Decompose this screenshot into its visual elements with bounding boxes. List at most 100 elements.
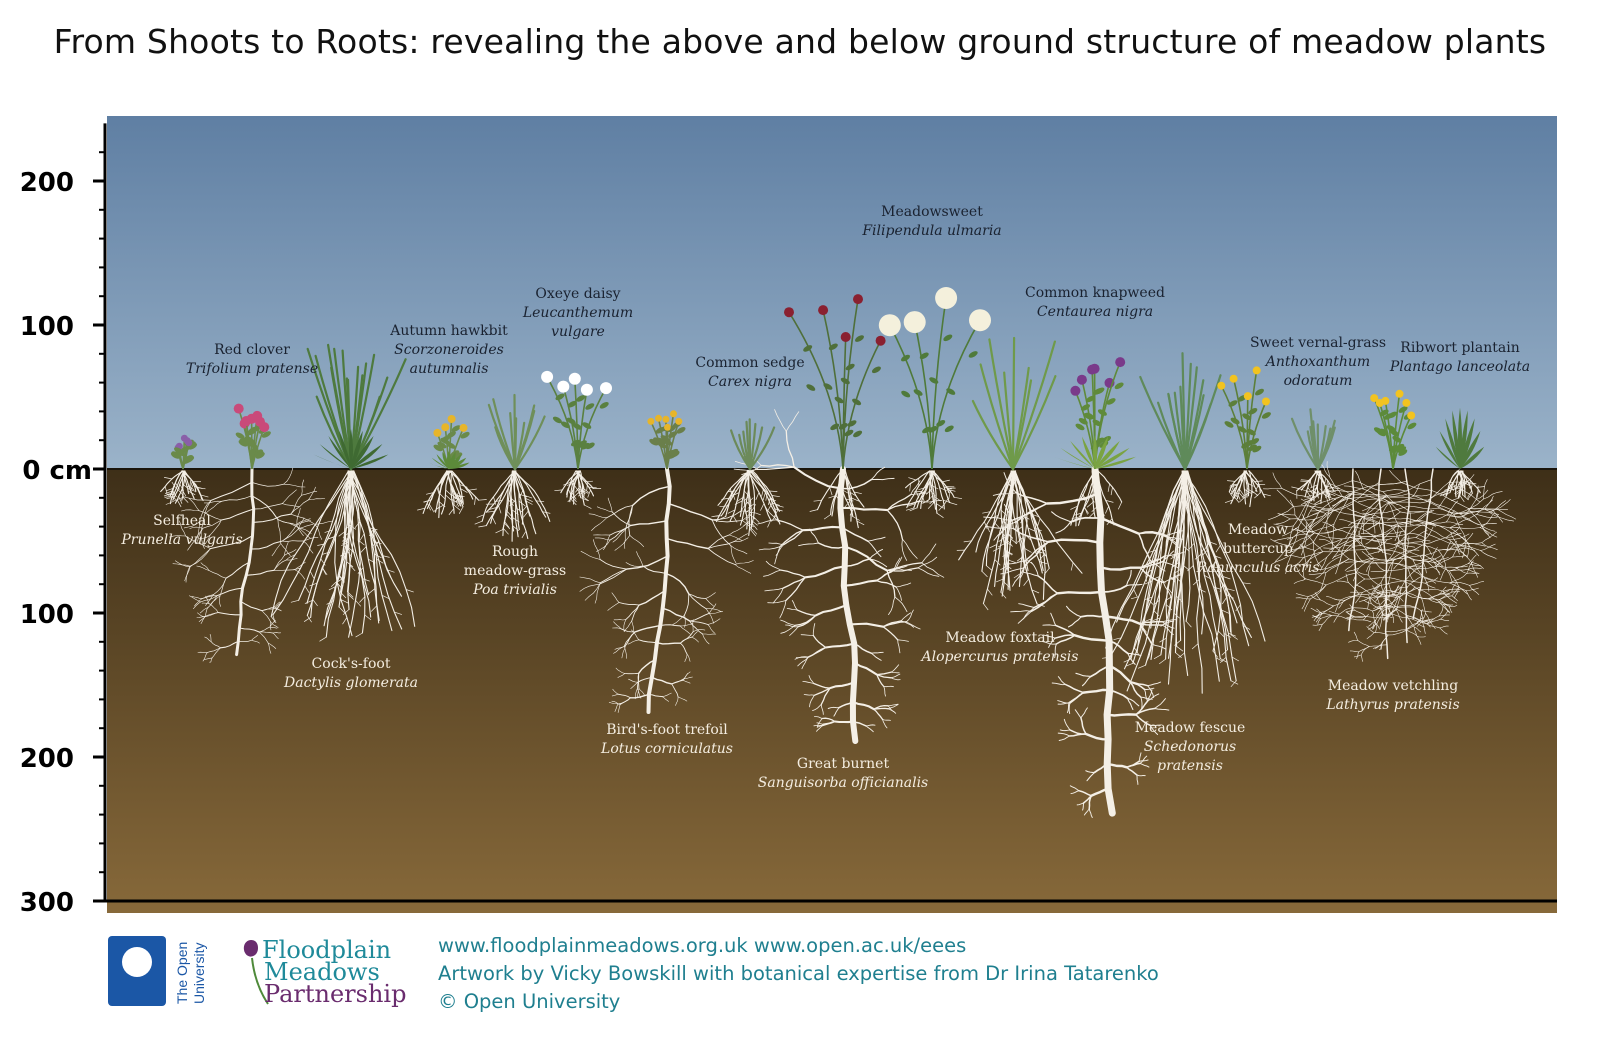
root-branch bbox=[1376, 522, 1397, 527]
root-branch bbox=[1449, 514, 1477, 529]
root-branch bbox=[1295, 597, 1311, 600]
root-hair bbox=[732, 515, 738, 523]
root-hair bbox=[487, 510, 496, 513]
root-branch bbox=[440, 470, 451, 515]
root-hair bbox=[1074, 512, 1083, 516]
root-branch bbox=[1422, 621, 1426, 634]
shoot-birds-foot-trefoil bbox=[647, 410, 686, 470]
root-branch bbox=[1360, 545, 1385, 551]
leaf bbox=[585, 403, 595, 410]
root-branch bbox=[193, 601, 201, 609]
root-branch bbox=[1085, 770, 1096, 773]
root-hair bbox=[943, 498, 949, 506]
root-branch bbox=[1317, 618, 1321, 625]
root-branch bbox=[1380, 596, 1390, 605]
root-branch bbox=[628, 678, 639, 683]
root-branch bbox=[1325, 491, 1355, 514]
root-branch bbox=[1471, 561, 1484, 569]
root-hair bbox=[908, 477, 917, 481]
root-branch bbox=[1346, 516, 1364, 542]
root-branch bbox=[1469, 585, 1480, 595]
root-branch bbox=[804, 565, 846, 579]
root-branch bbox=[1086, 771, 1096, 782]
root-branch bbox=[1063, 718, 1071, 731]
root-branch bbox=[691, 631, 698, 638]
flower-head bbox=[580, 383, 593, 396]
root-branch bbox=[1277, 513, 1291, 520]
flower-head bbox=[840, 332, 851, 342]
basal-leaf bbox=[349, 429, 353, 469]
root-branch bbox=[1445, 568, 1453, 582]
root-hair bbox=[578, 487, 584, 495]
root-branch bbox=[1312, 531, 1343, 540]
root-branch bbox=[1323, 547, 1341, 549]
flower-head bbox=[1076, 374, 1087, 385]
root-hair bbox=[478, 499, 487, 501]
root-branch bbox=[294, 569, 305, 580]
root-branch bbox=[274, 608, 282, 612]
leaf-blade bbox=[748, 426, 776, 471]
root-hair bbox=[1020, 516, 1026, 524]
root-branch bbox=[245, 569, 275, 576]
flower-head bbox=[1243, 392, 1252, 401]
root-hair bbox=[1003, 581, 1011, 588]
root-branch bbox=[560, 470, 580, 494]
root-branch bbox=[882, 719, 888, 729]
root-branch bbox=[1273, 537, 1293, 542]
root-branch bbox=[870, 652, 882, 661]
axis-tick-label: 100 bbox=[20, 312, 74, 342]
root-branch bbox=[1082, 795, 1093, 804]
root-branch bbox=[208, 603, 219, 613]
flower-head bbox=[259, 422, 270, 433]
root-hair bbox=[417, 507, 426, 511]
root-branch bbox=[1271, 554, 1292, 565]
root-branch bbox=[708, 603, 717, 614]
root-hair bbox=[1125, 662, 1134, 667]
root-branch bbox=[1475, 489, 1489, 500]
root-branch bbox=[999, 521, 1017, 536]
root-branch bbox=[677, 696, 688, 702]
root-branch bbox=[626, 555, 669, 570]
root-branch bbox=[1183, 470, 1191, 622]
leaf bbox=[1224, 421, 1234, 428]
flower-head bbox=[647, 417, 655, 425]
root-branch bbox=[757, 519, 778, 525]
root-branch bbox=[1451, 595, 1458, 601]
leaf bbox=[576, 395, 586, 402]
root-branch bbox=[607, 497, 613, 513]
root-branch bbox=[671, 679, 684, 685]
root-branch bbox=[666, 537, 709, 550]
root-branch bbox=[1397, 586, 1408, 588]
root-hair bbox=[1000, 565, 1008, 571]
root-branch bbox=[1449, 581, 1470, 586]
root-hair bbox=[474, 496, 476, 505]
root-branch bbox=[1080, 707, 1088, 719]
root-hair bbox=[1234, 489, 1238, 497]
root-branch bbox=[758, 546, 781, 551]
root-branch bbox=[638, 590, 666, 606]
root-branch bbox=[1105, 470, 1187, 649]
root-branch bbox=[426, 470, 448, 510]
root-branch bbox=[1243, 470, 1248, 498]
root-hair bbox=[166, 492, 175, 495]
root-branch bbox=[290, 494, 302, 515]
leaf-blade bbox=[1316, 426, 1336, 471]
root-branch bbox=[1051, 682, 1066, 686]
root-hair bbox=[1229, 491, 1234, 499]
root-branch bbox=[1427, 511, 1463, 517]
root-branch bbox=[708, 611, 723, 614]
root-hair bbox=[1457, 478, 1463, 486]
root-branch bbox=[1368, 644, 1388, 647]
root-hair bbox=[478, 525, 487, 528]
root-branch bbox=[1335, 556, 1342, 575]
root-branch bbox=[1108, 664, 1132, 683]
website-links[interactable]: www.floodplainmeadows.org.uk www.open.ac… bbox=[438, 934, 967, 957]
root-hair bbox=[1314, 499, 1322, 505]
root-branch bbox=[1324, 556, 1342, 570]
leaf bbox=[1237, 426, 1247, 433]
root-branch bbox=[1083, 808, 1090, 816]
root-branch bbox=[1481, 522, 1497, 526]
root-branch bbox=[1057, 700, 1071, 704]
root-branch bbox=[1315, 538, 1343, 551]
root-branch bbox=[1368, 619, 1376, 627]
